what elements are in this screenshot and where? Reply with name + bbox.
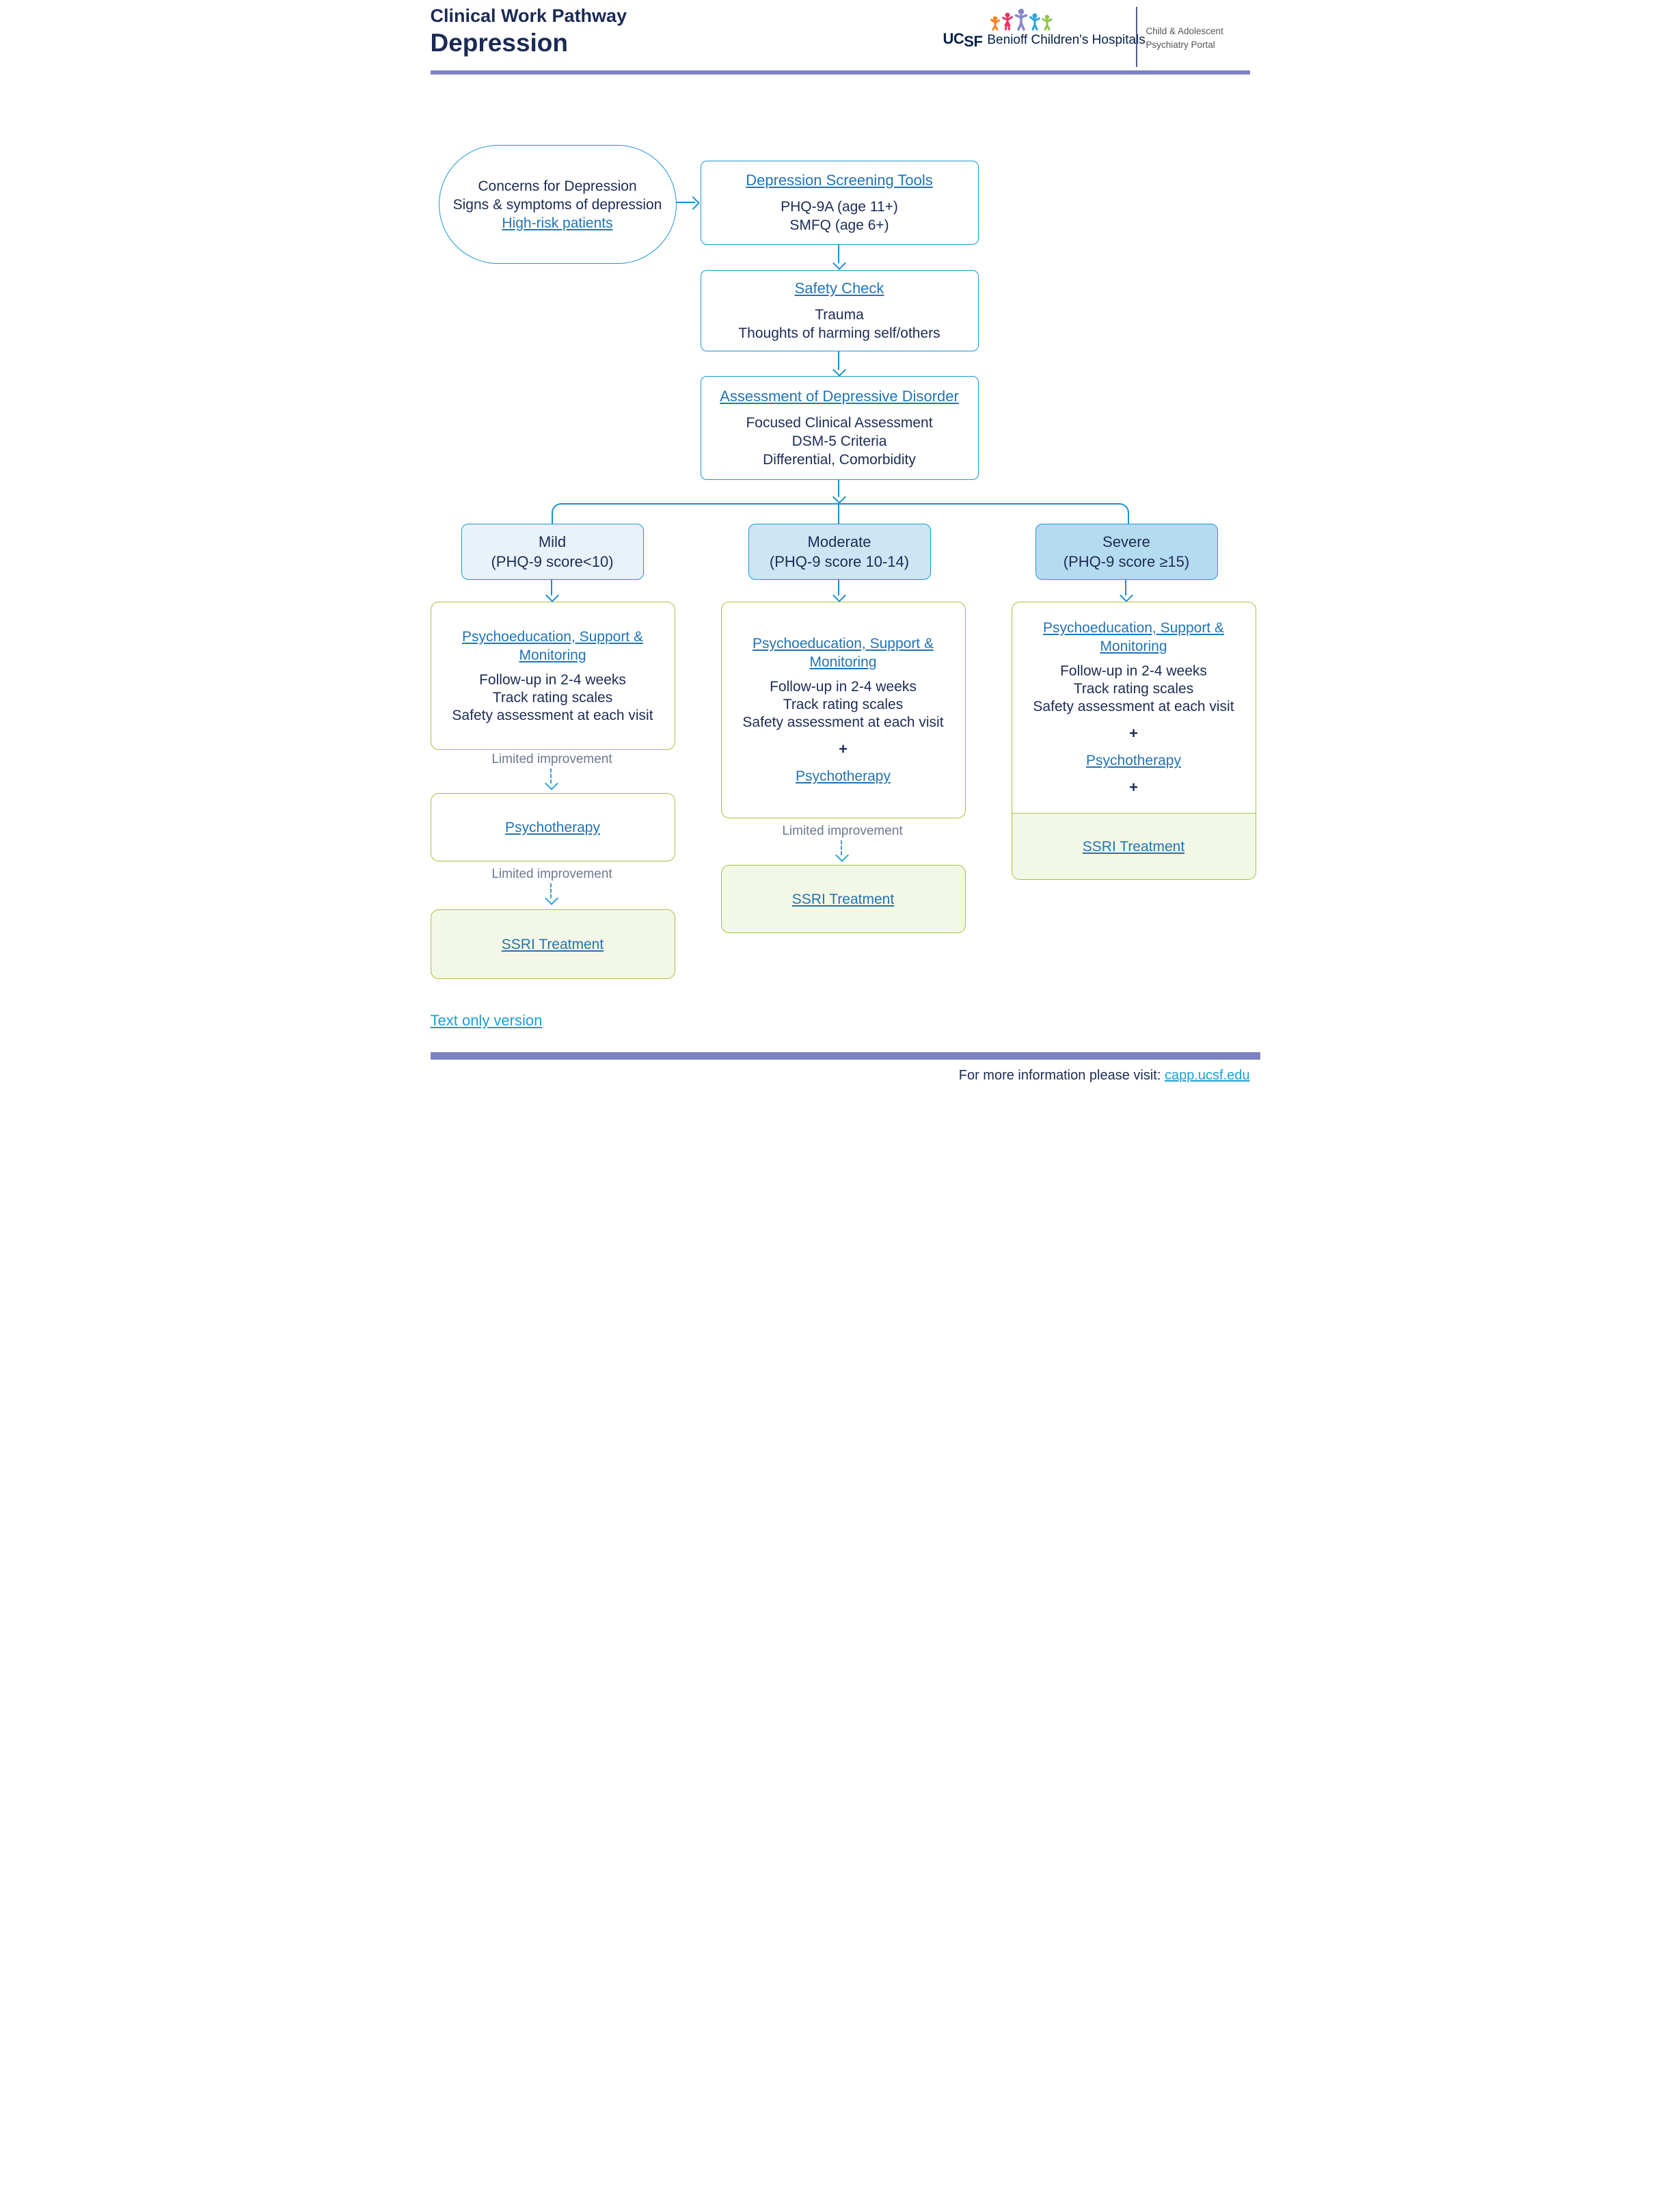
- dashed-connector: [840, 840, 842, 855]
- severity-severe-box: Severe (PHQ-9 score ≥15): [1035, 524, 1218, 580]
- arrow-right-icon: [686, 196, 700, 210]
- mild-psm-box: Psychoeducation, Support & Monitoring Fo…: [430, 602, 675, 750]
- flow-connector: [837, 244, 839, 263]
- flow-connector: [837, 579, 839, 595]
- ssri-treatment-link[interactable]: SSRI Treatment: [791, 891, 895, 907]
- psychoeducation-link[interactable]: Psychoeducation, Support & Monitoring: [1042, 620, 1224, 654]
- dashed-connector: [550, 768, 552, 783]
- arrow-down-icon: [832, 589, 846, 602]
- plus-sign: +: [1129, 779, 1138, 796]
- flow-connector: [837, 479, 839, 497]
- psychoeducation-link[interactable]: Psychoeducation, Support & Monitoring: [461, 628, 643, 663]
- severe-psm-section: Psychoeducation, Support & Monitoring Fo…: [1033, 620, 1234, 796]
- psychoeducation-link[interactable]: Psychoeducation, Support & Monitoring: [752, 636, 934, 670]
- arrow-down-icon: [835, 848, 849, 862]
- psychotherapy-link[interactable]: Psychotherapy: [1086, 753, 1181, 768]
- flow-connector: [1124, 579, 1126, 595]
- logo-divider: [1135, 7, 1137, 67]
- arrow-down-icon: [545, 589, 559, 602]
- footer-rule: [430, 1052, 1260, 1060]
- arrow-down-icon: [544, 777, 558, 790]
- plus-sign: +: [839, 740, 848, 758]
- children-figures-icon: [988, 7, 1059, 35]
- entry-line: Concerns for Depression: [478, 178, 637, 194]
- arrow-down-icon: [832, 490, 846, 504]
- limited-improvement-label: Limited improvement: [782, 824, 903, 838]
- header-rule: [430, 70, 1250, 75]
- text-only-version-link[interactable]: Text only version: [430, 1012, 543, 1029]
- clinical-pathway-page: Clinical Work Pathway Depression: [420, 0, 1260, 1092]
- dashed-connector: [550, 883, 552, 898]
- arrow-down-icon: [544, 892, 558, 905]
- branch-connector: [551, 503, 1129, 525]
- limited-improvement-label: Limited improvement: [491, 867, 612, 881]
- mild-ssri-box: SSRI Treatment: [430, 909, 675, 979]
- capp-ucsf-link[interactable]: capp.ucsf.edu: [1164, 1068, 1250, 1083]
- psychotherapy-link[interactable]: Psychotherapy: [796, 768, 891, 784]
- severe-ssri-section: SSRI Treatment: [1012, 813, 1256, 879]
- mild-psychotherapy-box: Psychotherapy: [430, 793, 675, 861]
- flow-connector: [675, 202, 695, 203]
- arrow-down-icon: [832, 363, 846, 377]
- severe-treatment-box: Psychoeducation, Support & Monitoring Fo…: [1011, 602, 1256, 880]
- flow-connector: [550, 579, 552, 595]
- ssri-treatment-link[interactable]: SSRI Treatment: [1082, 838, 1185, 855]
- page-subtitle: Depression: [430, 29, 569, 57]
- screening-node: Depression Screening Tools PHQ-9A (age 1…: [700, 161, 979, 245]
- ssri-treatment-link[interactable]: SSRI Treatment: [501, 936, 604, 952]
- moderate-ssri-box: SSRI Treatment: [720, 865, 966, 933]
- footer-info-text: For more information please visit:: [958, 1068, 1165, 1083]
- plus-sign: +: [1129, 725, 1138, 742]
- hospital-name: Benioff Children's Hospitals: [987, 33, 1146, 47]
- high-risk-patients-link[interactable]: High-risk patients: [502, 215, 613, 231]
- safety-check-link[interactable]: Safety Check: [794, 279, 884, 297]
- portal-label: Child & Adolescent Psychiatry Portal: [1146, 26, 1223, 50]
- ucsf-wordmark: UCSF: [943, 30, 983, 50]
- assessment-link[interactable]: Assessment of Depressive Disorder: [720, 387, 959, 405]
- safety-check-node: Safety Check Trauma Thoughts of harming …: [700, 270, 979, 351]
- limited-improvement-label: Limited improvement: [491, 752, 612, 766]
- branch-connector-center: [837, 503, 839, 524]
- depression-screening-tools-link[interactable]: Depression Screening Tools: [746, 171, 933, 189]
- arrow-down-icon: [1119, 589, 1133, 602]
- entry-node: Concerns for Depression Signs & symptoms…: [438, 145, 677, 264]
- flow-connector: [837, 351, 839, 370]
- psychotherapy-link[interactable]: Psychotherapy: [505, 819, 600, 835]
- entry-line: Signs & symptoms of depression: [452, 196, 662, 213]
- arrow-down-icon: [832, 256, 846, 270]
- severity-moderate-box: Moderate (PHQ-9 score 10-14): [748, 524, 931, 580]
- page-title: Clinical Work Pathway: [430, 5, 627, 26]
- assessment-node: Assessment of Depressive Disorder Focuse…: [700, 376, 979, 480]
- footer-info: For more information please visit: capp.…: [959, 1068, 1250, 1084]
- ucsf-logo: UCSF Benioff Children's Hospitals: [943, 30, 1146, 50]
- moderate-psm-box: Psychoeducation, Support & Monitoring Fo…: [720, 602, 966, 818]
- severity-mild-box: Mild (PHQ-9 score<10): [461, 524, 644, 580]
